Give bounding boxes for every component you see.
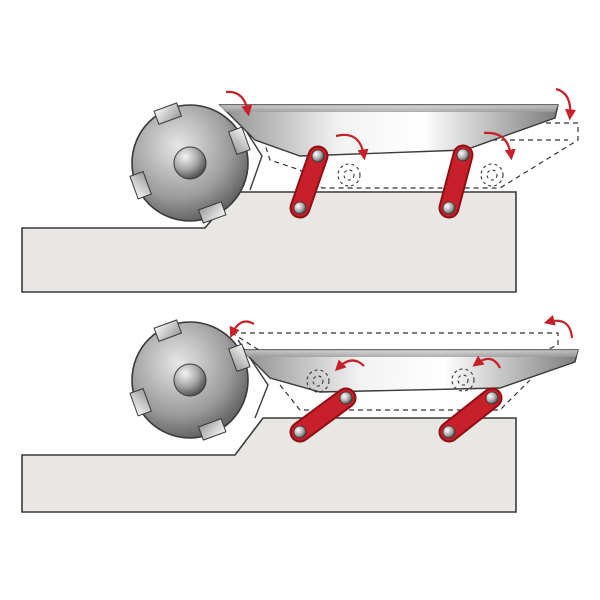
motion-arrow — [543, 314, 574, 339]
lower-panel — [21, 314, 579, 513]
table-ghost-line — [279, 379, 531, 411]
ghost-pivot-left — [306, 369, 330, 393]
infeed-table — [240, 349, 579, 393]
cutter-hub — [173, 146, 207, 180]
motion-arrow — [472, 355, 501, 369]
cutter-knife — [228, 126, 251, 156]
cutter-knife — [197, 418, 227, 441]
motion-arrow — [334, 359, 365, 372]
parallelogram-link-left — [289, 387, 357, 443]
cutter-knife — [228, 343, 251, 373]
machine-base — [21, 191, 517, 293]
ghost-pivot-left — [337, 163, 361, 187]
motion-arrow — [555, 87, 577, 121]
cutter-knife — [129, 387, 152, 417]
cutterhead — [129, 319, 251, 441]
machine-base — [21, 417, 517, 513]
cutter-knife — [129, 170, 152, 200]
infeed-table — [218, 104, 559, 157]
parallelogram-link-right — [438, 387, 503, 443]
motion-arrow — [225, 90, 253, 117]
ghost-pivot-right — [451, 368, 475, 392]
motion-arrow — [229, 320, 255, 339]
parallelogram-link-right — [438, 144, 474, 219]
motion-arrow — [483, 131, 516, 161]
ghost-pivot-right — [480, 163, 504, 187]
cutter-knife — [197, 201, 227, 224]
parallelogram-link-left — [289, 145, 329, 219]
motion-arrow — [335, 133, 369, 161]
cutter-knife — [153, 319, 183, 342]
cutterhead — [129, 102, 251, 224]
cutter-knife — [153, 102, 183, 125]
table-ghost-outline — [257, 122, 579, 189]
upper-panel — [21, 87, 579, 293]
cutter-hub — [173, 363, 207, 397]
